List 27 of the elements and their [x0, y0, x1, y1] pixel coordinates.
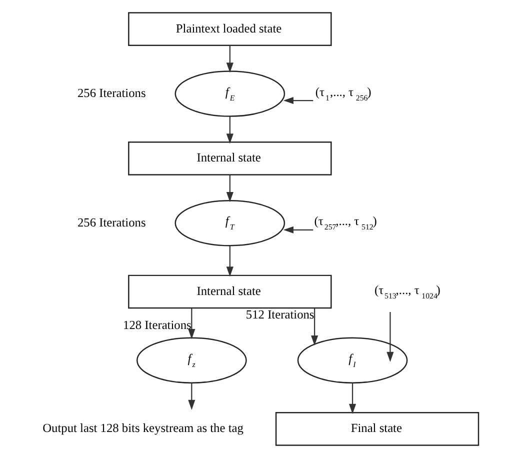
arrow — [226, 174, 233, 202]
node-text: Output last 128 bits keystream as the tag — [42, 421, 243, 436]
arrow — [348, 383, 356, 414]
node-ellipse: f$_{z}$ — [136, 337, 246, 384]
arrow — [188, 383, 195, 410]
node-box: Internal state — [128, 274, 332, 309]
node-box: Plaintext loaded state — [128, 12, 332, 46]
node-ellipse: f$_{T}$ — [174, 200, 285, 246]
edge-label: 128 Iterations — [122, 318, 191, 332]
node-text: (τ$_{1}$,..., τ$_{256}$) — [314, 84, 371, 102]
arrow — [226, 246, 233, 277]
arrow — [386, 312, 394, 362]
arrow — [310, 308, 318, 346]
edge-label: 512 Iterations — [245, 308, 314, 322]
arrow — [188, 308, 195, 340]
arrow — [282, 96, 313, 104]
arrow — [226, 45, 233, 73]
node-box: Final state — [274, 412, 479, 446]
node-label: 256 Iterations — [76, 86, 146, 100]
arrow — [226, 116, 233, 144]
node-text: (τ$_{257}$,..., τ$_{512}$) — [314, 214, 376, 232]
node-label: 256 Iterations — [76, 215, 146, 230]
node-ellipse: f$_{E}$ — [174, 70, 285, 117]
node-text: (τ$_{513}$,..., τ$_{1024}$) — [374, 282, 440, 300]
arrow — [282, 226, 313, 234]
node-box: Internal state — [128, 142, 332, 176]
node-ellipse: f$_{I}$ — [296, 337, 408, 384]
